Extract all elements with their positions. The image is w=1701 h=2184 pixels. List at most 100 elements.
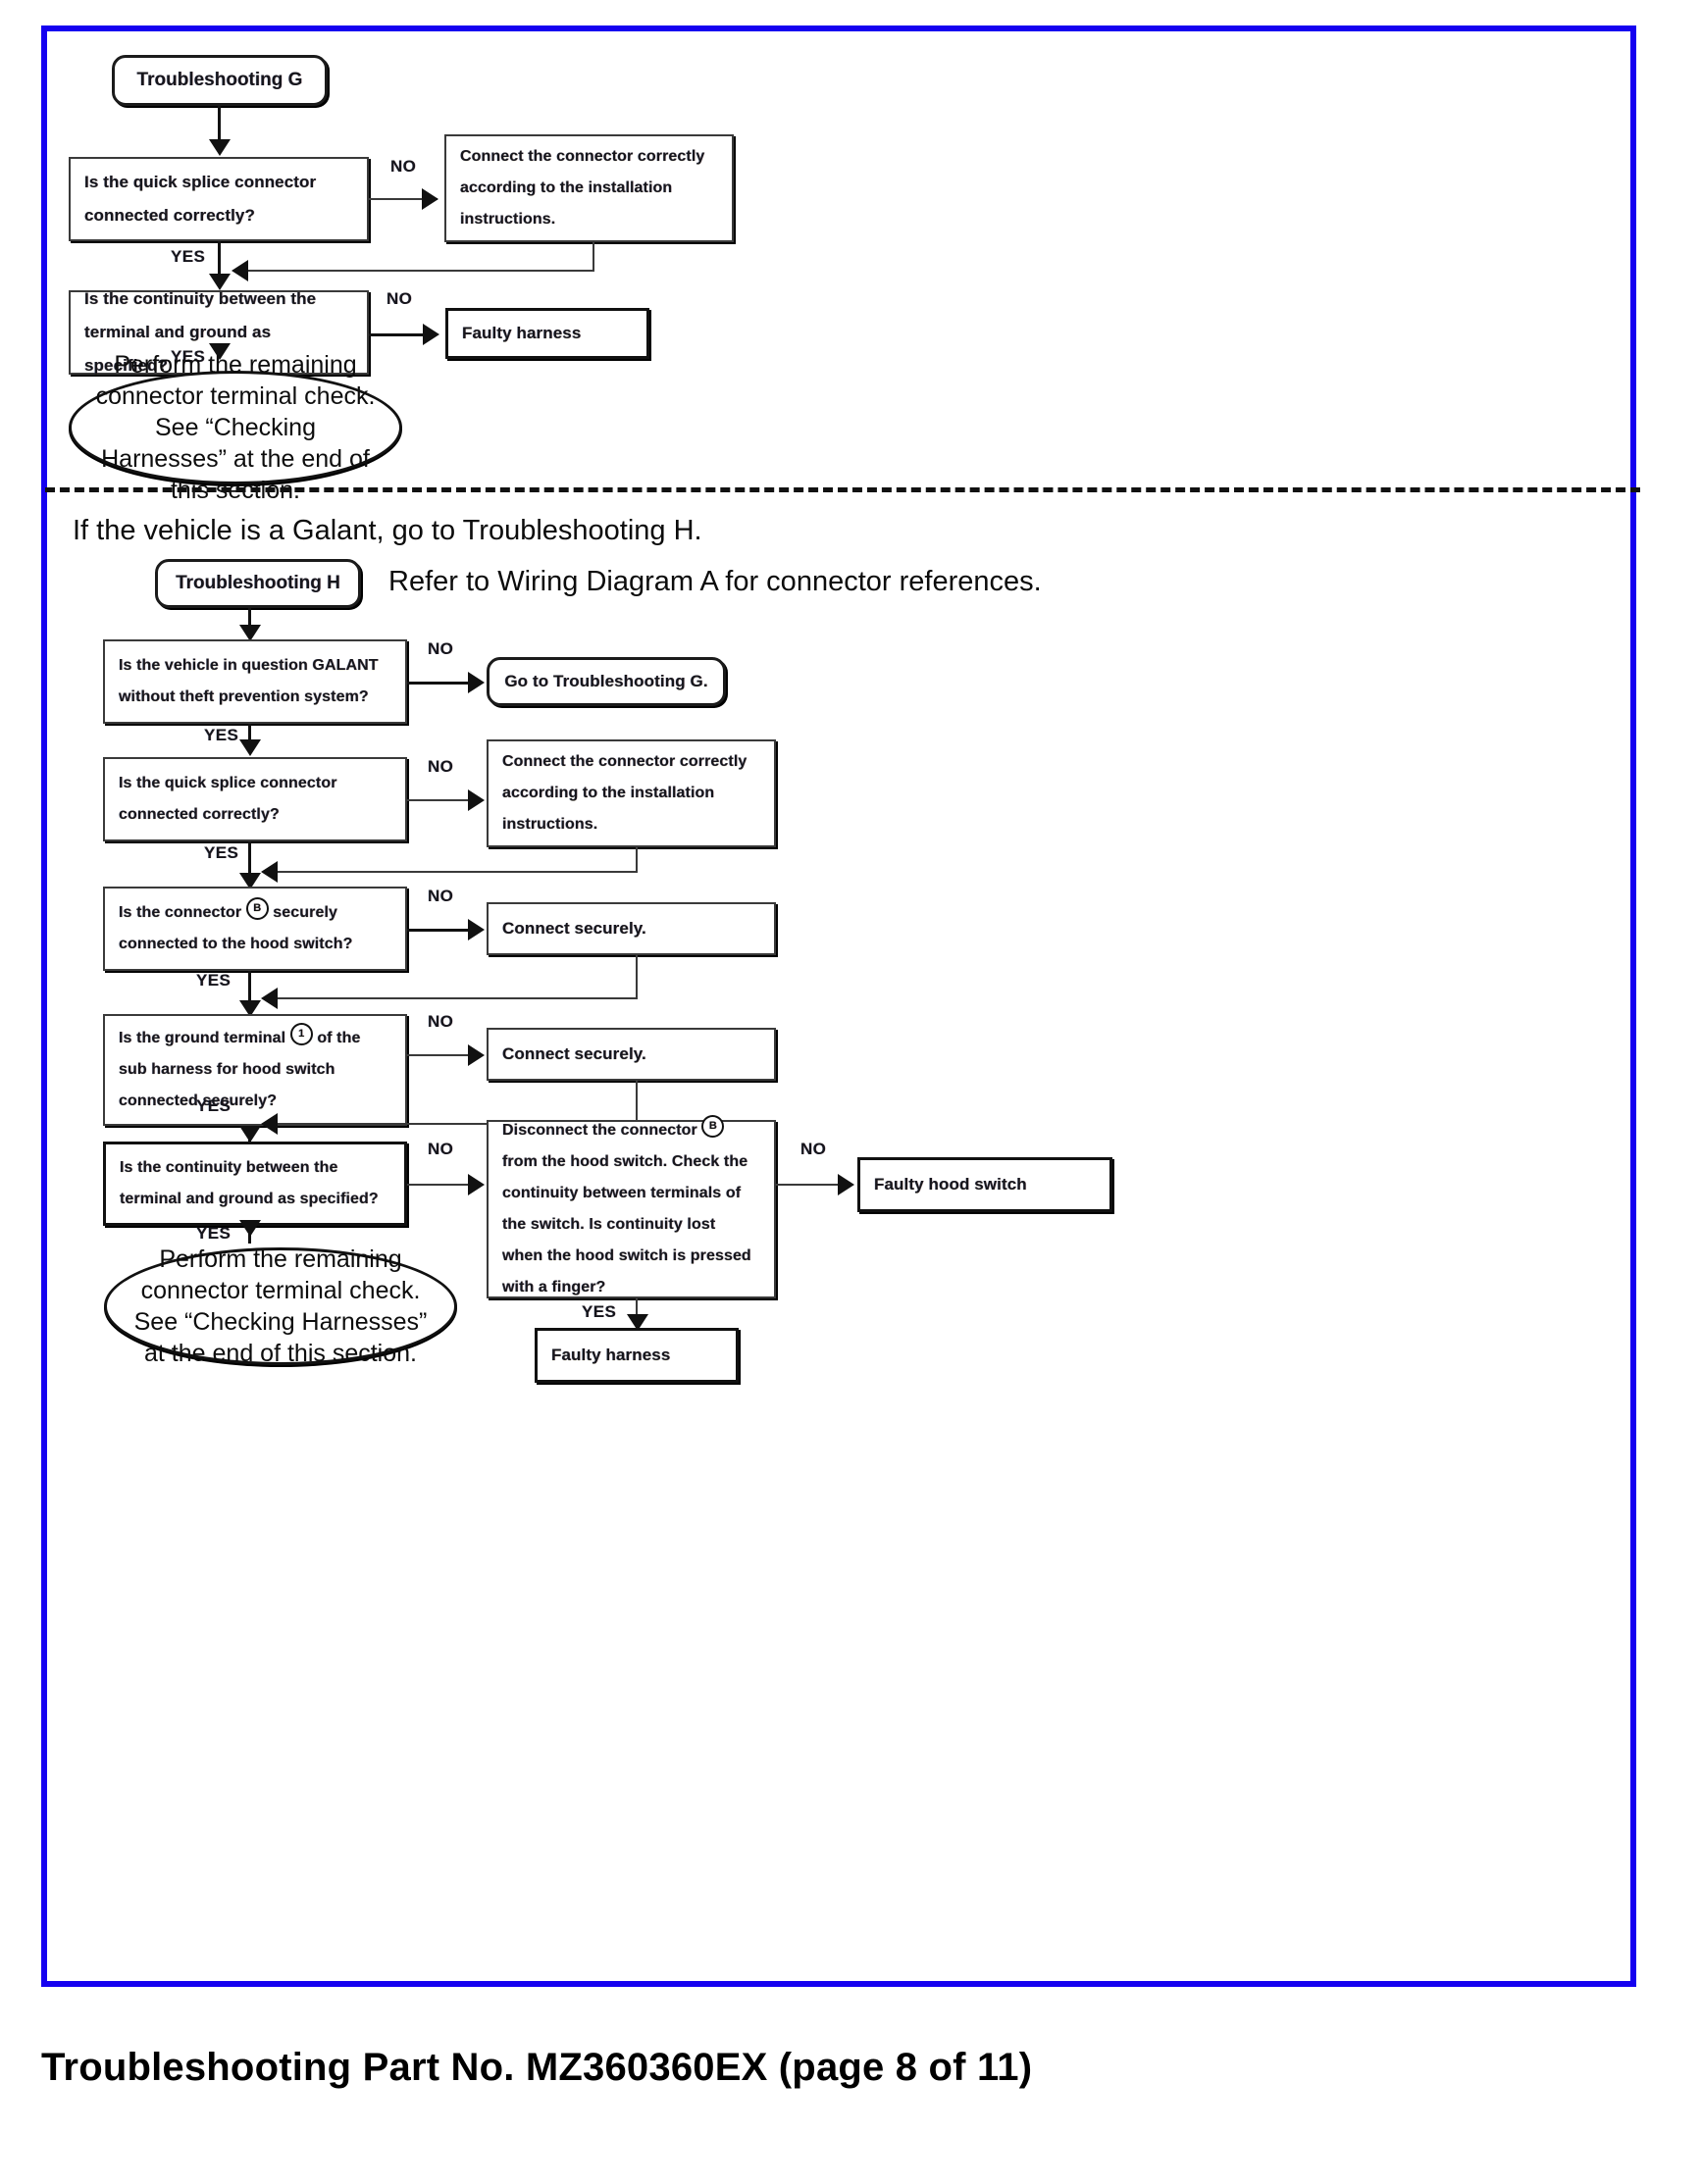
note-galant: If the vehicle is a Galant, go to Troubl… [73,515,702,546]
edge-h-a4-return-horizontal [269,1123,638,1125]
arrowhead-down [239,873,261,889]
edge-h-q1-no [407,682,482,685]
node-troubleshooting-h-start: Troubleshooting H [155,559,361,608]
arrowhead-down [209,343,231,360]
edge-h-q1-yes [248,724,251,751]
edge-h-a2-return-vertical [636,847,638,872]
arrowhead-right [423,324,439,345]
arrowhead-right [468,1174,485,1195]
edge-label-g-q1-yes: YES [171,247,206,266]
node-h-end-perform-check: Perform the remaining connector terminal… [104,1245,457,1367]
q3-text-after: securely connected to the hood switch? [119,904,353,952]
edge-h-q3-no [407,929,482,932]
node-label: Is the ground terminal 1 of the sub harn… [105,1023,405,1117]
q4-text-after: of the sub harness for hood switch conne… [119,1030,361,1109]
edge-g-start-to-q1 [218,106,221,145]
edge-label-h-q5-yes: YES [196,1224,232,1243]
node-h-q2-quick-splice: Is the quick splice connector connected … [103,757,407,841]
arrowhead-left [261,988,278,1009]
edge-h-q2-yes [248,841,251,883]
edge-h-a4-return-vertical [636,1081,638,1124]
edge-label-g-q1-no: NO [390,157,417,176]
node-label: Perform the remaining connector terminal… [133,1245,428,1367]
edge-h-q4-no [407,1054,482,1056]
edge-label-h-q4-no: NO [428,1012,454,1031]
section-divider [45,487,1640,492]
arrowhead-down [239,1000,261,1017]
connector-symbol-icon: 1 [289,1023,313,1045]
page-caption: Troubleshooting Part No. MZ360360EX (pag… [41,2046,1033,2089]
node-h-q1-galant: Is the vehicle in question GALANT withou… [103,639,407,724]
edge-h-a3-return-vertical [636,955,638,998]
edge-label-h-q1-yes: YES [204,726,239,744]
edge-h-q6-no [776,1184,852,1186]
node-h-q5-continuity: Is the continuity between the terminal a… [103,1142,407,1226]
node-h-q3-connector-hood-switch: Is the connector B securely connected to… [103,887,407,971]
node-label: Is the continuity between the terminal a… [84,289,317,375]
edge-label-g-q2-no: NO [387,289,413,308]
node-label: Is the continuity between the terminal a… [120,1159,379,1207]
node-h-a2-connect-correctly: Connect the connector correctly accordin… [487,739,776,847]
node-label: Faulty hood switch [874,1175,1027,1194]
node-g-q2-continuity: Is the continuity between the terminal a… [69,289,369,375]
node-h-a4-connect-securely: Connect securely. [487,1028,776,1081]
arrowhead-down [239,739,261,756]
arrowhead-right [468,1044,485,1066]
node-h-a6-faulty-hood-switch: Faulty hood switch [857,1157,1112,1212]
arrowhead-down [239,1220,261,1237]
node-label: Is the quick splice connector connected … [84,173,317,225]
arrowhead-left [232,260,248,281]
edge-g-a1-return-vertical [593,242,594,271]
arrowhead-down [239,625,261,641]
edge-label-h-q2-yes: YES [204,843,239,862]
node-label: Connect the connector correctly accordin… [460,148,705,228]
node-h-q4-ground-terminal: Is the ground terminal 1 of the sub harn… [103,1014,407,1126]
edge-h-a3-return-horizontal [269,997,638,999]
node-g-a1-connect-correctly: Connect the connector correctly accordin… [444,134,734,242]
edge-label-h-q1-no: NO [428,639,454,658]
flowchart-canvas: Troubleshooting G Is the quick splice co… [45,31,1640,1981]
edge-g-a1-return-horizontal [239,270,594,272]
edge-label-h-q2-no: NO [428,757,454,776]
edge-label-h-q6-no: NO [800,1140,827,1158]
edge-label-h-q3-no: NO [428,887,454,905]
arrowhead-down [209,274,231,290]
connector-symbol-icon: B [701,1115,725,1138]
node-h-a1-go-to-g: Go to Troubleshooting G. [487,657,726,706]
arrowhead-left [261,1113,278,1135]
node-label: Connect securely. [502,1044,646,1063]
arrowhead-down [239,1126,261,1143]
node-g-a2-faulty-harness: Faulty harness [445,308,649,359]
edge-h-a2-return-horizontal [269,871,638,873]
q6-text-before: Disconnect the connector [502,1122,697,1139]
arrowhead-right [422,188,438,210]
arrowhead-down [627,1314,648,1331]
node-label: Troubleshooting H [176,573,340,593]
node-g-end-perform-check: Perform the remaining connector terminal… [69,351,402,504]
connector-symbol-icon: B [245,897,269,920]
edge-h-q2-no [407,799,482,801]
arrowhead-right [468,789,485,811]
q3-text-before: Is the connector [119,904,242,921]
edge-h-start-to-q1 [248,608,251,632]
node-h-q6-disconnect-connector: Disconnect the connector B from the hood… [487,1115,776,1298]
edge-label-h-q4-yes: YES [196,1096,232,1115]
node-h-a7-faulty-harness: Faulty harness [535,1328,739,1383]
node-label: Troubleshooting G [136,70,303,90]
arrowhead-right [468,919,485,940]
edge-label-g-q2-yes: YES [171,347,206,366]
edge-g-q2-no [369,333,436,336]
node-label: Disconnect the connector B from the hood… [489,1115,774,1303]
edge-label-h-q6-yes: YES [582,1302,617,1321]
node-g-q1-quick-splice: Is the quick splice connector connected … [69,157,369,241]
diagram-frame: Troubleshooting G Is the quick splice co… [41,25,1640,1987]
edge-g-q1-no [369,198,438,200]
arrowhead-right [468,672,485,693]
note-wiring-diagram: Refer to Wiring Diagram A for connector … [388,566,1042,597]
node-label: Perform the remaining connector terminal… [95,351,376,504]
arrowhead-left [261,861,278,883]
node-label: Is the quick splice connector connected … [119,775,337,823]
node-label: Is the vehicle in question GALANT withou… [119,657,379,705]
q4-text-before: Is the ground terminal [119,1030,286,1046]
node-label: Faulty harness [551,1346,671,1364]
